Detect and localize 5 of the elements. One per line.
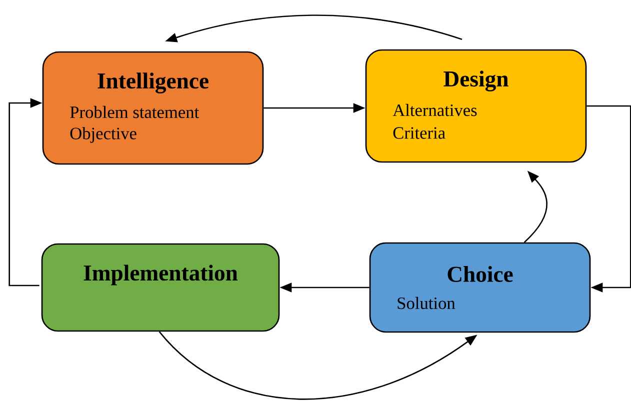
process-box: Intelligence Problem statement Objective — [42, 51, 264, 165]
process-box: Implementation — [41, 243, 280, 332]
arrow — [586, 105, 631, 292]
process-box: Choice Solution — [369, 242, 591, 333]
process-box: Design Alternatives Criteria — [365, 49, 587, 163]
